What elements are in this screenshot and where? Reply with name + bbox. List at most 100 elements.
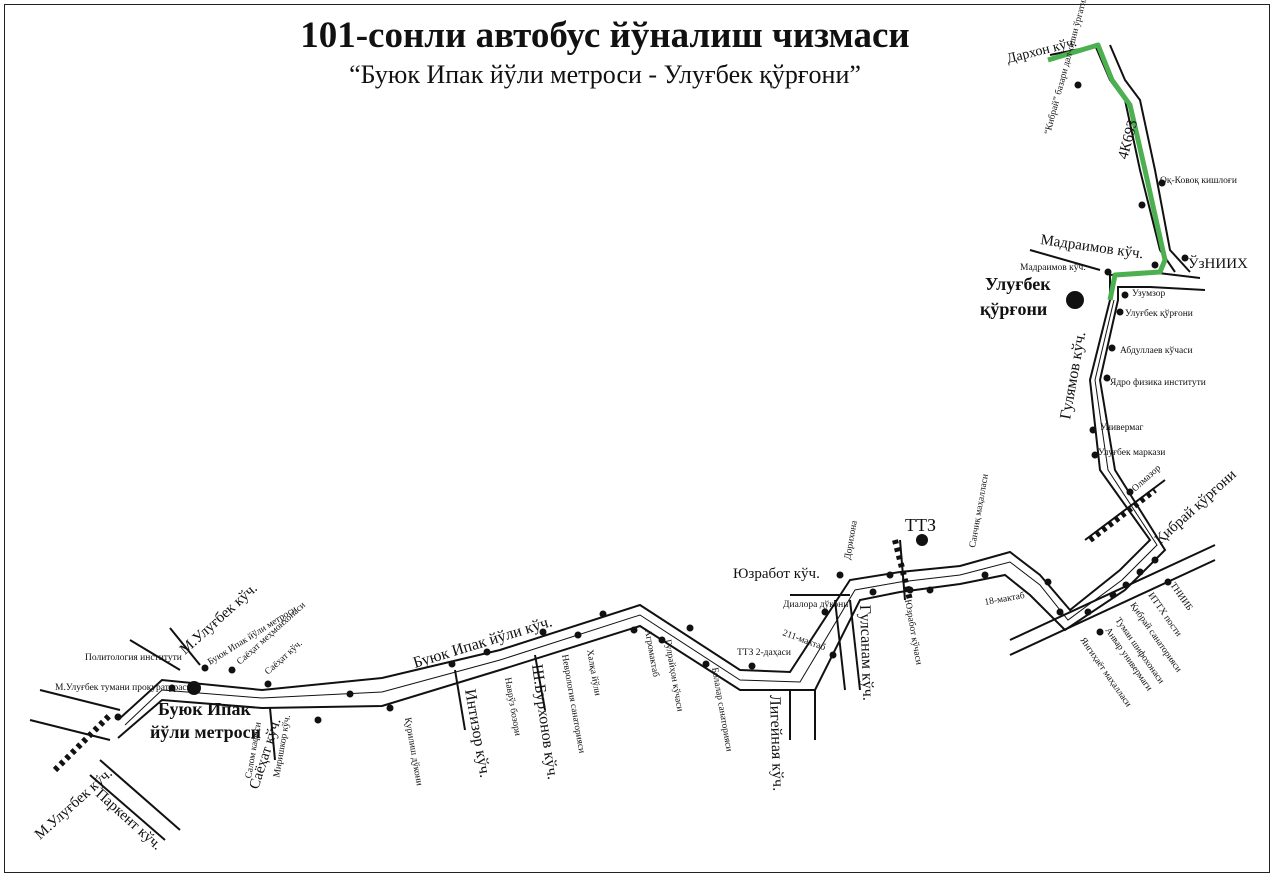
map-frame <box>4 4 1270 873</box>
stop-label-navruz: Наврўз бозори <box>502 677 523 737</box>
stop-label-kibray-bazar: “Кибрай” базари дал-ошни ўргатиш <box>1042 0 1091 136</box>
stop-label-yadro: Ядро физика институти <box>1110 377 1206 388</box>
stop-label-kurilish: Қурилиш дўкони <box>402 717 425 787</box>
bus-stop-marker <box>1084 608 1092 616</box>
terminal-marker-ttz <box>916 534 928 546</box>
bus-stop-marker <box>448 660 456 668</box>
street-intizor: Интизор кўч. <box>461 688 493 779</box>
route-line <box>124 299 1158 726</box>
bus-stop-marker <box>686 624 694 632</box>
bus-stop-marker <box>821 608 829 616</box>
bus-stop-marker <box>1138 201 1146 209</box>
bus-stop-marker <box>1103 374 1111 382</box>
cross-left1 <box>29 719 111 741</box>
bus-stop-marker <box>1108 344 1116 352</box>
stop-label-gulrayhon: Гулрайҳон кўчаси <box>662 639 685 713</box>
street-gulyamov: Гулямов кўч. <box>1057 330 1089 420</box>
railway-left <box>52 712 113 773</box>
stop-label-dialora: Диалора дўкони <box>783 599 848 610</box>
bus-stop-marker <box>1089 426 1097 434</box>
bus-stop-marker <box>1056 608 1064 616</box>
bus-stop-marker <box>1074 81 1082 89</box>
terminal-metro-line2: йўли метроси <box>150 722 261 742</box>
bus-stop-marker <box>906 586 914 594</box>
map-subtitle: “Буюк Ипак йўли метроси - Улуғбек қўрғон… <box>349 60 861 89</box>
terminal-qurgoni-line1: Улуғбек <box>985 274 1051 294</box>
bus-stop-marker <box>1121 291 1129 299</box>
street-lig: Лигейная кўч. <box>766 695 786 792</box>
street-buyuk-ipak: Буюк Ипак йўли кўч. <box>411 613 554 671</box>
railway-right <box>1088 487 1157 543</box>
stop-label-ulugbek-qurgoni: Улуғбек қўрғони <box>1125 308 1193 319</box>
stop-label-sanchik: Санчиқ маҳалласи <box>968 473 991 548</box>
cross-sayohat <box>269 707 276 761</box>
stop-label-yuzrabot-kuchasi: Юзработ кўчаси <box>902 599 924 666</box>
cross-gulsanam2 <box>834 599 846 691</box>
bus-stop-marker <box>1104 268 1112 276</box>
terminal-marker-qurgoni <box>1066 291 1084 309</box>
road-corridor <box>117 44 1206 739</box>
terminal-qurgoni-line2: қўрғони <box>980 299 1047 319</box>
cross-left2 <box>39 689 121 711</box>
cross-top-left <box>129 639 181 671</box>
stop-label-univermag: Универмаг <box>1100 423 1143 433</box>
bus-stop-marker <box>1044 578 1052 586</box>
bus-stop-marker <box>1158 179 1166 187</box>
road-edge-top <box>1094 44 1176 273</box>
cross-kibray <box>1084 479 1166 541</box>
bus-stop-marker <box>114 713 122 721</box>
cross-intizor <box>454 669 466 731</box>
route-highlight <box>1047 42 1168 301</box>
bus-stop-marker <box>201 664 209 672</box>
bus-stop-marker <box>981 571 989 579</box>
street-gulsanam: Гулсанам кўч. <box>856 605 876 701</box>
bus-stop-marker <box>1151 556 1159 564</box>
bus-stop-marker <box>574 631 582 639</box>
bus-stop-marker <box>386 704 394 712</box>
bus-stop-marker <box>228 666 236 674</box>
terminal-metro-line1: Буюк Ипак <box>158 699 251 719</box>
bus-stop-marker <box>1096 628 1104 636</box>
stop-label-agromaktab: Агромактаб <box>642 629 661 678</box>
terminals-layer <box>187 291 1084 695</box>
terminal-ttz: ТТЗ <box>905 515 936 535</box>
bus-stop-marker <box>829 651 837 659</box>
bus-stop-marker <box>1136 568 1144 576</box>
bus-stop-marker <box>1122 581 1130 589</box>
bus-stop-marker <box>926 586 934 594</box>
stop-label-khalqa: Халқа йўли <box>584 649 603 697</box>
cross-gulsanam <box>849 599 861 691</box>
stop-label-nevrologiya: Неврология санаторияси <box>559 654 586 754</box>
stop-label-politologiya: Политология институти <box>85 653 182 663</box>
bus-stop-marker <box>1126 488 1134 496</box>
bus-stop-marker <box>599 610 607 618</box>
stop-label-abdullaev: Абдуллаев кўчаси <box>1120 345 1193 356</box>
cross-streets <box>29 44 1216 841</box>
street-yuzrabot: Юзработ кўч. <box>733 566 820 582</box>
road-edge-south <box>117 286 1206 739</box>
stop-label-uzumzor: Узумзор <box>1132 289 1166 299</box>
bus-stop-marker <box>1164 578 1172 586</box>
bus-stop-marker <box>483 648 491 656</box>
bus-stop-marker <box>346 690 354 698</box>
cross-burkhonov <box>534 654 546 711</box>
stop-label-madraimov: Мадраимов кўч. <box>1020 262 1086 273</box>
terminal-marker-metro <box>187 681 201 695</box>
stop-label-18-maktab: 18-мактаб <box>984 590 1026 608</box>
stop-label-ok-kovok: Оқ-Ковоқ кишлоғи <box>1160 176 1237 186</box>
street-burkhonov: Ш.Бурхонов кўч. <box>528 663 561 781</box>
bus-stop-marker <box>836 571 844 579</box>
stops-layer <box>114 81 1189 724</box>
bus-stop-marker <box>1091 451 1099 459</box>
bus-stop-marker <box>1181 254 1189 262</box>
road-edge-top2 <box>1109 44 1191 273</box>
street-kibray: Қибрай қўрғони <box>1152 467 1240 548</box>
bus-stop-marker <box>630 626 638 634</box>
stop-label-olmazor: Олмазор <box>1130 463 1163 494</box>
cross-top-left2 <box>169 627 201 666</box>
bus-stop-marker <box>1109 591 1117 599</box>
bus-stop-marker <box>869 588 877 596</box>
cross-right2 <box>1009 559 1216 656</box>
street-parkent: Паркент кўч. <box>92 786 164 853</box>
